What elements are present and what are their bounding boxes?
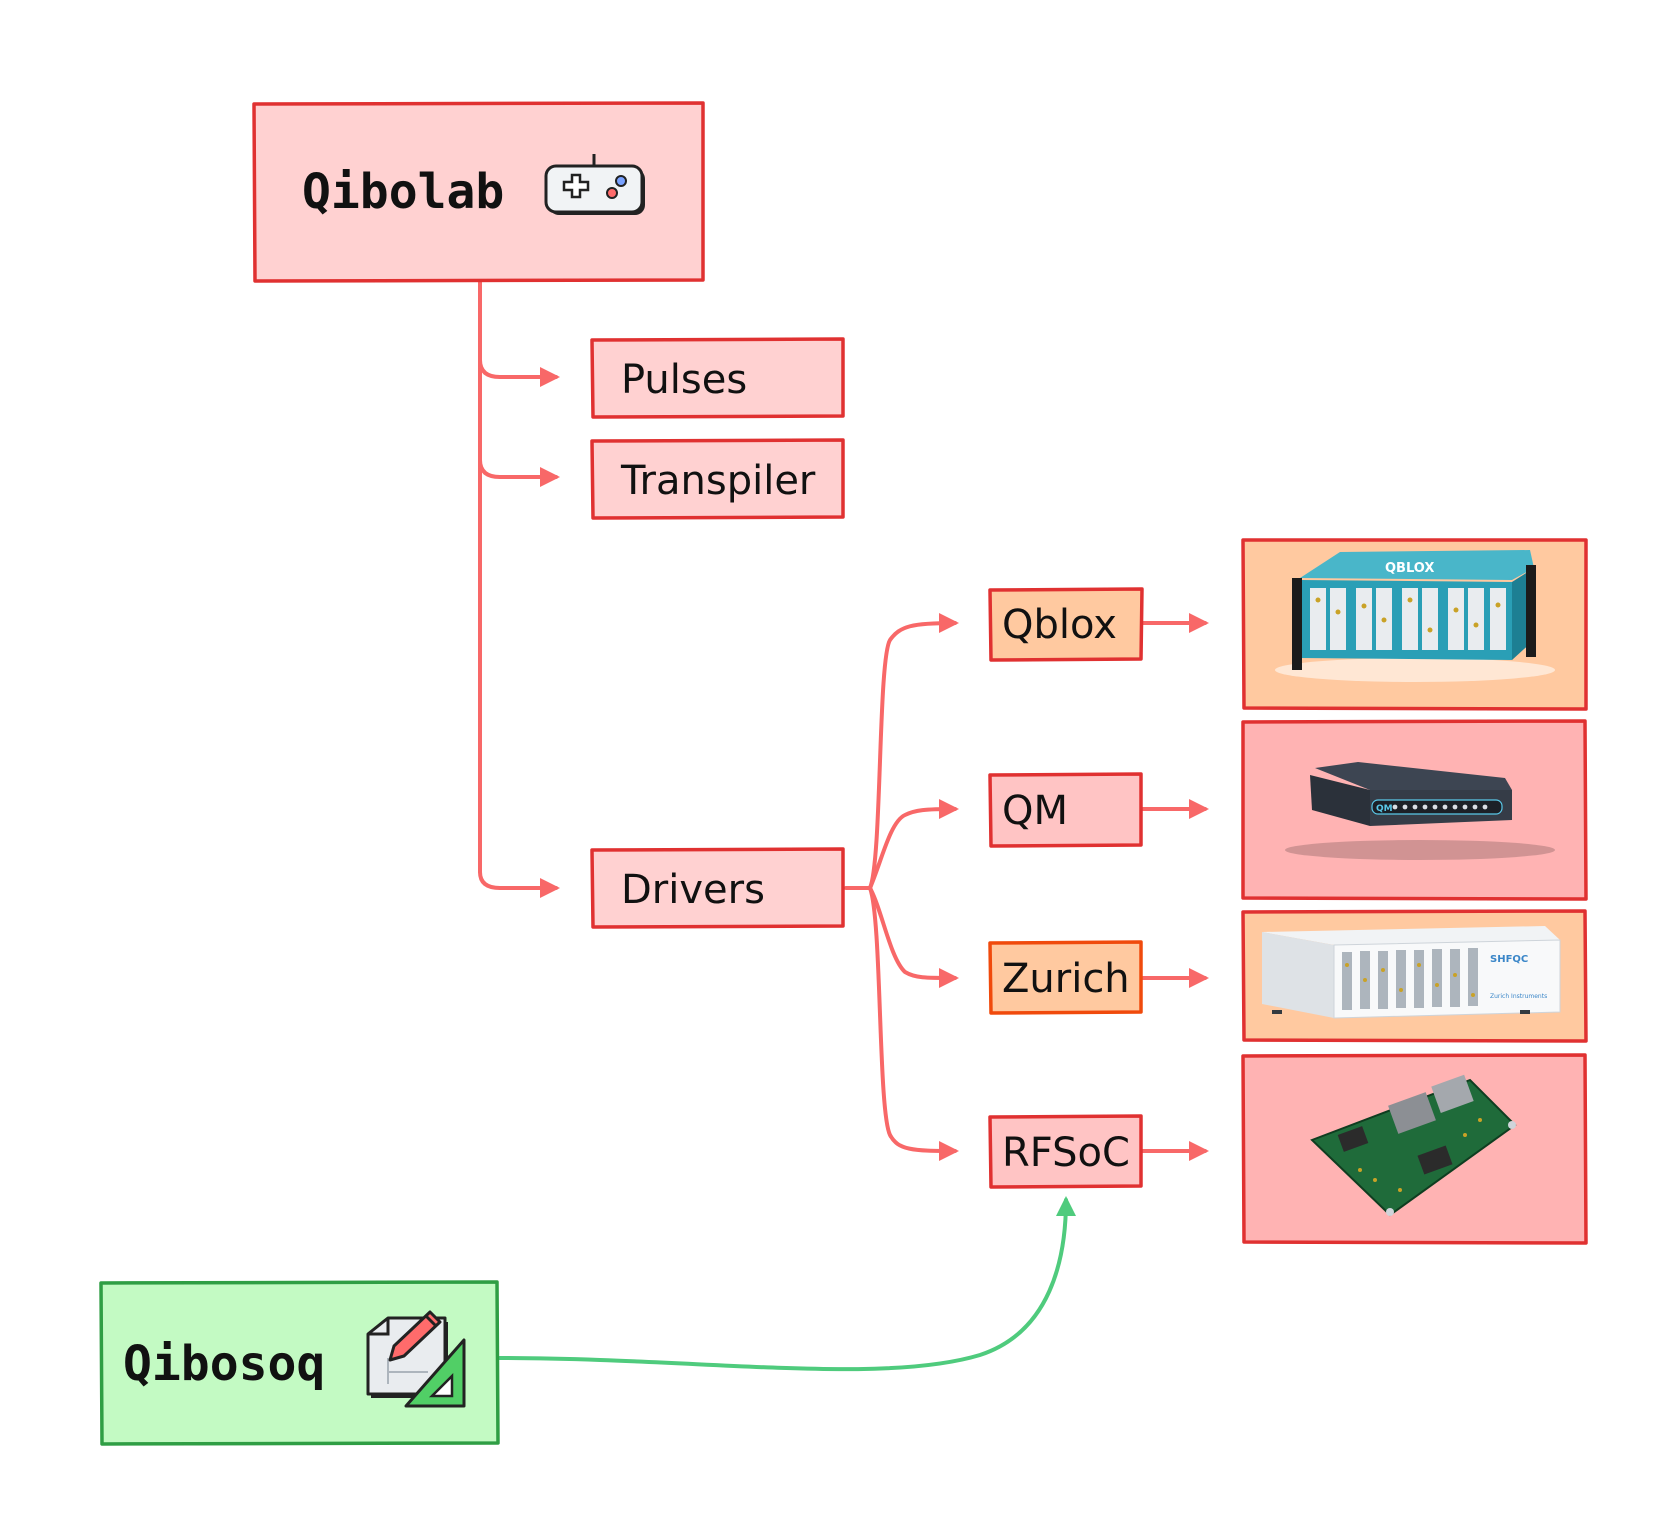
arrow-drivers-to-rfsoc xyxy=(868,886,959,1161)
arrow-to-transpiler xyxy=(478,458,560,487)
gamepad-icon xyxy=(544,154,645,215)
zurich-node[interactable]: Zurich xyxy=(988,940,1143,1015)
drivers-label: Drivers xyxy=(621,867,765,913)
arrow-drivers-to-zurich xyxy=(868,886,959,988)
qblox-box xyxy=(988,587,1144,662)
connectors xyxy=(478,280,1209,1372)
qblox-hardware-panel: QBLOX xyxy=(1241,538,1588,711)
arrow-drivers-to-qblox xyxy=(844,613,959,890)
rfsoc-box xyxy=(988,1114,1143,1189)
qm-hardware-panel: QM xyxy=(1241,719,1588,901)
drivers-node[interactable]: Drivers xyxy=(590,847,845,929)
transpiler-node[interactable]: Transpiler xyxy=(590,438,845,520)
qm-box xyxy=(988,772,1143,848)
rfsoc-label: RFSoC xyxy=(1002,1130,1130,1176)
pulses-label: Pulses xyxy=(621,357,747,403)
qibolab-box xyxy=(252,101,705,283)
qblox-rack-image: QBLOX xyxy=(1275,550,1555,682)
arrow-to-drivers xyxy=(478,870,560,898)
zurich-hardware-panel: SHFQC Zurich Instruments xyxy=(1241,909,1588,1043)
qibosoq-label: Qibosoq xyxy=(123,1336,325,1392)
design-tools-icon xyxy=(366,1310,466,1408)
transpiler-box xyxy=(590,438,845,520)
qibosoq-node[interactable]: Qibosoq xyxy=(99,1280,500,1446)
arrow-qibosoq-to-rfsoc xyxy=(495,1196,1076,1372)
rfsoc-board-image xyxy=(1310,1074,1517,1217)
rfsoc-node[interactable]: RFSoC xyxy=(988,1114,1143,1189)
qibolab-label: Qibolab xyxy=(302,164,504,220)
qibolab-node[interactable]: Qibolab xyxy=(252,101,705,283)
qblox-brand-label: QBLOX xyxy=(1385,561,1434,576)
qblox-label: Qblox xyxy=(1002,602,1117,648)
qm-label: QM xyxy=(1002,788,1068,834)
qm-node[interactable]: QM xyxy=(988,772,1143,848)
qm-device-image: QM xyxy=(1285,762,1555,860)
pulses-node[interactable]: Pulses xyxy=(590,337,845,419)
qblox-node[interactable]: Qblox xyxy=(988,587,1144,662)
zurich-maker-label: Zurich Instruments xyxy=(1490,993,1547,1000)
arrow-to-pulses xyxy=(478,358,560,387)
zurich-brand-label: SHFQC xyxy=(1490,954,1528,965)
transpiler-label: Transpiler xyxy=(620,458,816,504)
drivers-box xyxy=(590,847,845,929)
rfsoc-hardware-panel xyxy=(1241,1053,1588,1245)
zurich-box xyxy=(988,940,1143,1015)
zurich-device-image: SHFQC Zurich Instruments xyxy=(1262,926,1561,1019)
qm-brand-label: QM xyxy=(1376,804,1393,814)
pulses-box xyxy=(590,337,845,419)
zurich-label: Zurich xyxy=(1002,956,1130,1002)
arrow-drivers-to-qm xyxy=(868,799,959,890)
